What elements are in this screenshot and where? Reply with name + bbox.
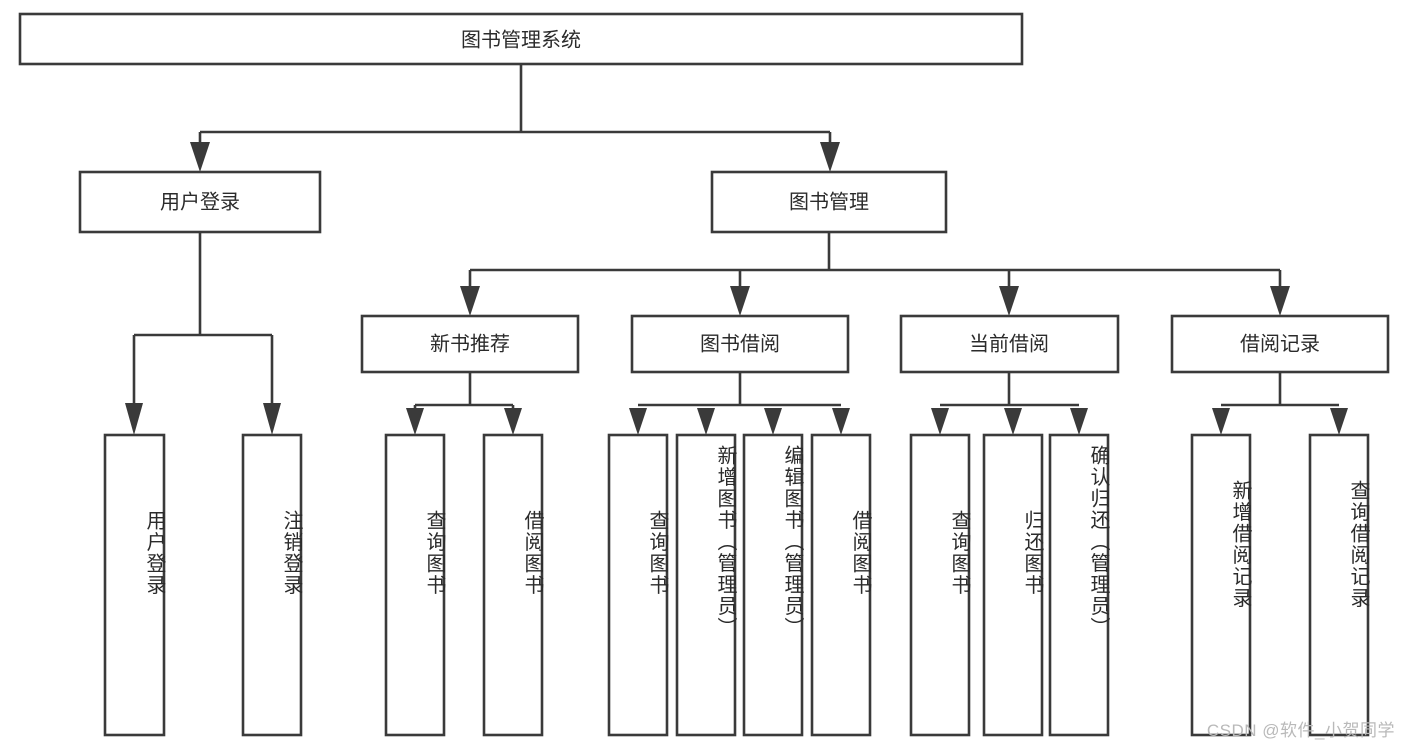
arrow-cb-child-3	[1070, 408, 1088, 435]
node-book-borrow[interactable]	[630, 314, 850, 374]
arrow-to-user-login	[190, 142, 210, 172]
node-borrow-record[interactable]	[1170, 314, 1390, 374]
arrow-cb-child-1	[931, 408, 949, 435]
node-root[interactable]	[18, 12, 1024, 66]
node-book-borrow-label: 图书借阅	[700, 332, 780, 355]
leaf-box-add-borrow-record[interactable]	[1190, 433, 1252, 737]
leaf-box-borrow-book-bb[interactable]	[810, 433, 872, 737]
arrow-bb-child-2	[697, 408, 715, 435]
arrow-br-child-1	[1212, 408, 1230, 435]
csdn-watermark: CSDN @软件_小贺同学	[1206, 721, 1395, 740]
node-current-borrow-label: 当前借阅	[969, 332, 1049, 355]
node-book-manage-label: 图书管理	[789, 190, 869, 213]
leaf-box-edit-book-admin[interactable]	[742, 433, 804, 737]
node-root-label: 图书管理系统	[461, 28, 581, 51]
arrow-nbr-child-2	[504, 408, 522, 435]
node-current-borrow[interactable]	[899, 314, 1120, 374]
node-user-login-label: 用户登录	[160, 190, 240, 213]
arrow-to-book-manage	[820, 142, 840, 172]
node-new-book-rec-label: 新书推荐	[430, 332, 510, 355]
arrow-cb-child-2	[1004, 408, 1022, 435]
leaf-box-query-book-nbr[interactable]	[384, 433, 446, 737]
node-borrow-record-label: 借阅记录	[1240, 332, 1320, 355]
leaf-box-query-book-cb[interactable]	[909, 433, 971, 737]
leaf-box-confirm-return-admin[interactable]	[1048, 433, 1110, 737]
leaf-box-add-book-admin[interactable]	[675, 433, 737, 737]
arrow-to-current-borrow	[999, 286, 1019, 316]
leaf-box-logout[interactable]	[241, 433, 303, 737]
arrow-to-leaf-logout	[263, 403, 281, 435]
arrow-to-leaf-user-login	[125, 403, 143, 435]
node-new-book-rec[interactable]	[360, 314, 580, 374]
node-book-manage[interactable]	[710, 170, 948, 234]
leaf-box-query-borrow-record[interactable]	[1308, 433, 1370, 737]
arrow-bb-child-1	[629, 408, 647, 435]
leaf-box-borrow-book-nbr[interactable]	[482, 433, 544, 737]
leaf-box-user-login[interactable]	[103, 433, 166, 737]
arrow-bb-child-4	[832, 408, 850, 435]
arrow-to-new-book-rec	[460, 286, 480, 316]
arrow-bb-child-3	[764, 408, 782, 435]
leaf-box-query-book-bb[interactable]	[607, 433, 669, 737]
arrow-to-borrow-record	[1270, 286, 1290, 316]
arrow-nbr-child-1	[406, 408, 424, 435]
arrow-to-book-borrow	[730, 286, 750, 316]
leaf-box-return-book[interactable]	[982, 433, 1044, 737]
arrow-br-child-2	[1330, 408, 1348, 435]
